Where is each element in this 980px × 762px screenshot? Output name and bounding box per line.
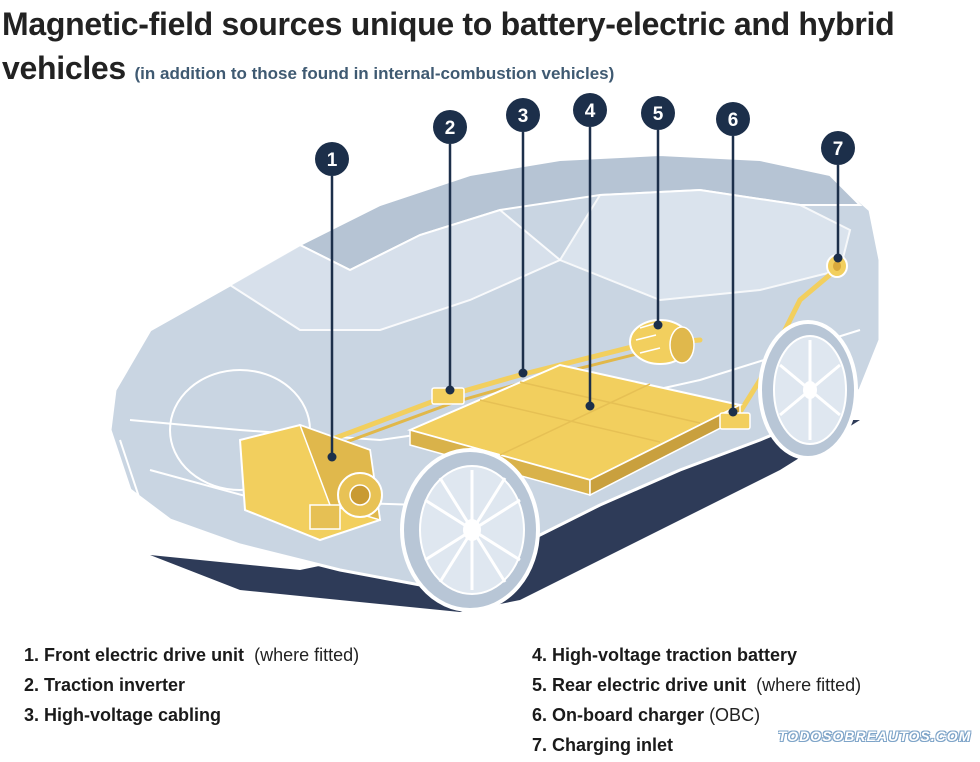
marker-3: 3	[506, 98, 540, 132]
legend-item-1-name: 1. Front electric drive unit	[24, 645, 245, 665]
marker-7-label: 7	[833, 139, 844, 160]
legend-item-2: 2. Traction inverter	[24, 670, 359, 700]
marker-1-label: 1	[327, 150, 338, 171]
legend-item-6: 6. On-board charger (OBC)	[532, 700, 861, 730]
marker-5-label: 5	[653, 104, 664, 125]
legend-item-6-note: (OBC)	[709, 705, 761, 725]
legend-item-7-name: 7. Charging inlet	[532, 735, 674, 755]
marker-4-label: 4	[585, 101, 596, 122]
legend-item-5: 5. Rear electric drive unit (where fitte…	[532, 670, 861, 700]
marker-5: 5	[641, 96, 675, 130]
legend-item-4: 4. High-voltage traction battery	[532, 640, 861, 670]
marker-2: 2	[433, 110, 467, 144]
marker-7: 7	[821, 131, 855, 165]
rear-wheel	[758, 320, 858, 460]
leader-dots	[327, 253, 843, 462]
marker-1: 1	[315, 142, 349, 176]
legend-item-5-note: (where fitted)	[756, 675, 862, 695]
legend-item-1-note: (where fitted)	[254, 645, 360, 665]
watermark: TODOSOBREAUTOS.COM	[778, 728, 972, 744]
title-main: Magnetic-field sources unique to battery…	[2, 6, 895, 86]
leader-lines	[330, 127, 840, 455]
legend-item-6-name: 6. On-board charger	[532, 705, 705, 725]
legend-item-3-name: 3. High-voltage cabling	[24, 705, 222, 725]
front-wheel	[400, 448, 540, 612]
legend-right-column: 4. High-voltage traction battery 5. Rear…	[532, 640, 861, 760]
marker-2-label: 2	[445, 118, 456, 139]
legend-item-5-name: 5. Rear electric drive unit	[532, 675, 747, 695]
page-title: Magnetic-field sources unique to battery…	[2, 2, 962, 96]
marker-6-label: 6	[728, 110, 739, 131]
title-subtitle: (in addition to those found in internal-…	[134, 64, 615, 83]
marker-4: 4	[573, 93, 607, 127]
legend-item-3: 3. High-voltage cabling	[24, 700, 359, 730]
legend-item-2-name: 2. Traction inverter	[24, 675, 186, 695]
legend-item-7: 7. Charging inlet	[532, 730, 861, 760]
legend-left-column: 1. Front electric drive unit (where fitt…	[24, 640, 359, 730]
legend-item-4-name: 4. High-voltage traction battery	[532, 645, 798, 665]
rear-drive-unit	[629, 319, 695, 365]
front-drive-unit	[238, 423, 383, 542]
legend-item-1: 1. Front electric drive unit (where fitt…	[24, 640, 359, 670]
vehicle-illustration: 1 2 3 4 5 6 7	[108, 93, 882, 612]
marker-6: 6	[716, 102, 750, 136]
marker-3-label: 3	[518, 106, 529, 127]
